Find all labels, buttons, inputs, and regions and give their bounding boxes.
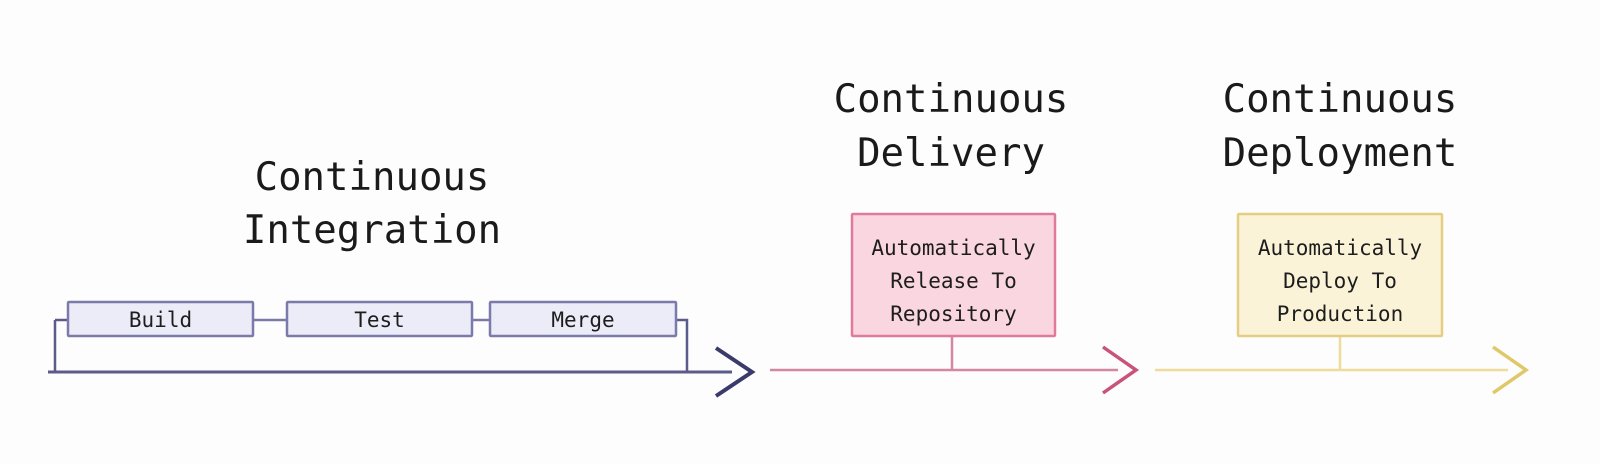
ci-stage-build-box[interactable]	[66, 300, 255, 338]
ci-arrowhead-icon	[714, 346, 756, 398]
ci-title-line2: Integration	[243, 208, 501, 253]
cdelivery-card[interactable]: Automatically Release To Repository	[850, 212, 1057, 338]
cdelivery-card-line1: Automatically	[871, 236, 1035, 260]
cdeployment-card-line3: Production	[1277, 302, 1403, 326]
phase-continuous-deployment: Continuous Deployment Automatically Depl…	[1155, 77, 1530, 395]
ci-title-line1: Continuous	[255, 155, 490, 200]
cdeployment-card-line2: Deploy To	[1283, 269, 1397, 293]
cdelivery-title-line1: Continuous	[834, 77, 1069, 122]
cdeployment-card-box[interactable]	[1236, 212, 1444, 338]
cdeployment-title-line2: Deployment	[1223, 131, 1458, 176]
ci-stage-build[interactable]: Build	[66, 300, 255, 338]
ci-stage-build-label: Build	[129, 308, 192, 332]
cdelivery-title-line2: Delivery	[857, 131, 1045, 176]
cdelivery-card-line3: Repository	[890, 302, 1016, 326]
cdeployment-card-line1: Automatically	[1258, 236, 1422, 260]
ci-stage-test-box[interactable]	[285, 300, 474, 338]
ci-stage-merge-label: Merge	[551, 308, 614, 332]
ci-stage-merge-box[interactable]	[488, 300, 678, 338]
ci-stage-test[interactable]: Test	[285, 300, 474, 338]
cdelivery-card-box[interactable]	[850, 212, 1057, 338]
cdeployment-arrowhead-icon	[1491, 345, 1530, 395]
cdeployment-title-line1: Continuous	[1223, 77, 1458, 122]
cdelivery-arrowhead-icon	[1101, 345, 1140, 395]
ci-loop-right-riser	[676, 318, 689, 372]
phase-continuous-delivery: Continuous Delivery Automatically Releas…	[770, 77, 1140, 395]
cdelivery-card-line2: Release To	[890, 269, 1016, 293]
ci-stage-test-label: Test	[354, 308, 405, 332]
ci-stage-merge[interactable]: Merge	[488, 300, 678, 338]
cdeployment-card[interactable]: Automatically Deploy To Production	[1236, 212, 1444, 338]
phase-continuous-integration: Continuous Integration Build Test	[48, 155, 756, 398]
